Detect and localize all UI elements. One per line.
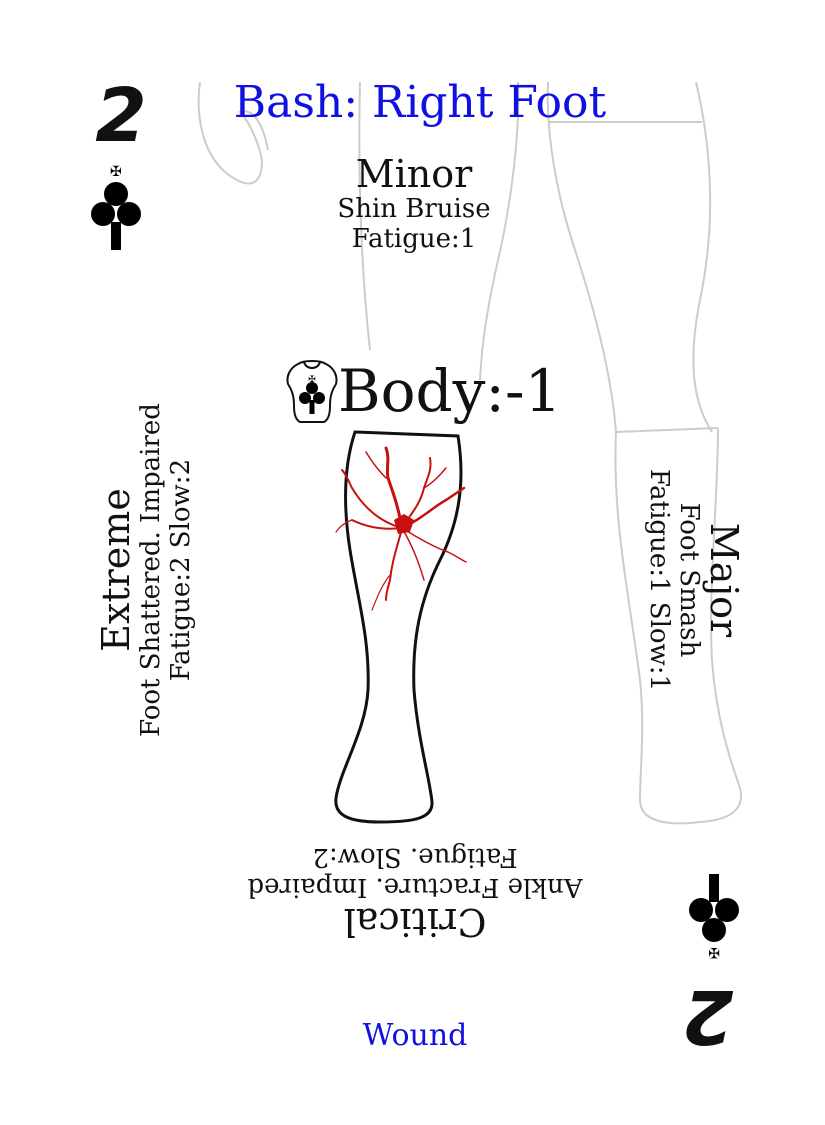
background-legs-outline (197, 81, 742, 825)
minor-wound-block: Minor Shin Bruise Fatigue:1 (264, 154, 564, 254)
torso-club-icon: ✠ (284, 356, 340, 432)
extreme-effect: Foot Shattered. Impaired (136, 403, 166, 737)
major-wound-block: Major Foot Smash Fatigue:1 Slow:1 (644, 380, 746, 780)
extreme-wound-block: Extreme Foot Shattered. Impaired Fatigue… (94, 370, 196, 770)
critical-stats: Fatigue. Slow:2 (312, 842, 518, 872)
card-type-label: Wound (362, 1018, 468, 1053)
card-rank-top: 2 (95, 73, 147, 159)
major-stats: Fatigue:1 Slow:1 (644, 468, 674, 692)
club-icon: ✠ (88, 160, 144, 256)
critical-effect: Ankle Fracture. Impaired (247, 872, 583, 902)
critical-wound-block: Critical Ankle Fracture. Impaired Fatigu… (200, 842, 630, 944)
svg-text:✠: ✠ (708, 944, 720, 960)
minor-stats: Fatigue:1 (351, 224, 477, 254)
major-severity: Major (702, 522, 746, 638)
major-effect: Foot Smash (674, 502, 704, 658)
fracture-center-mark (394, 514, 414, 534)
club-icon: ✠ (686, 868, 742, 964)
card-corner-bottom: 2 ✠ (668, 874, 748, 1059)
body-stat: Body:-1 (338, 357, 562, 425)
critical-severity: Critical (343, 900, 487, 944)
card-title: Bash: Right Foot (233, 77, 607, 128)
svg-text:✠: ✠ (308, 375, 316, 385)
minor-severity: Minor (355, 152, 473, 196)
minor-effect: Shin Bruise (337, 194, 491, 224)
svg-text:✠: ✠ (110, 164, 122, 180)
extreme-stats: Fatigue:2 Slow:2 (166, 458, 196, 682)
leg-outline (334, 430, 463, 824)
extreme-severity: Extreme (94, 488, 138, 652)
